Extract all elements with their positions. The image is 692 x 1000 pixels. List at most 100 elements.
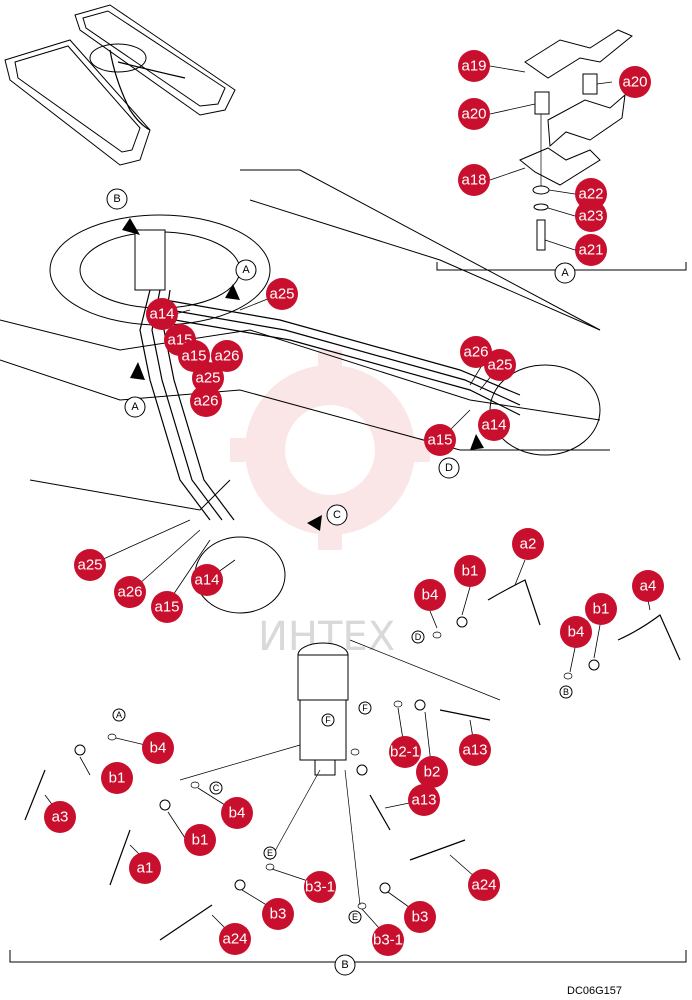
svg-text:a2: a2 xyxy=(520,536,537,553)
ref-A-upper: A xyxy=(235,259,257,281)
ref-B-top: B xyxy=(106,188,128,210)
callout-b4-left: b4 xyxy=(142,732,174,764)
svg-text:b4: b4 xyxy=(229,805,246,822)
callout-b3-1-bottom: b3-1 xyxy=(372,924,404,956)
callout-a2: a2 xyxy=(512,528,544,560)
svg-text:B: B xyxy=(113,193,120,205)
svg-text:b3-1: b3-1 xyxy=(305,879,335,896)
callout-a24-right: a24 xyxy=(468,869,500,901)
callout-a22: a22 xyxy=(575,178,607,210)
callout-a25-right: a25 xyxy=(484,349,516,381)
ref-F-small-1: F xyxy=(358,701,372,715)
svg-text:a15: a15 xyxy=(427,432,452,449)
svg-text:a13: a13 xyxy=(462,742,487,759)
svg-text:a23: a23 xyxy=(578,208,603,225)
svg-text:b4: b4 xyxy=(568,624,585,641)
callout-a13-top: a13 xyxy=(459,734,491,766)
svg-text:a26: a26 xyxy=(463,344,488,361)
detail-A-clamp xyxy=(436,29,687,271)
svg-text:a14: a14 xyxy=(481,417,506,434)
svg-text:E: E xyxy=(267,848,273,858)
svg-text:b1: b1 xyxy=(593,601,610,618)
svg-text:a26: a26 xyxy=(117,584,142,601)
ref-B-small: B xyxy=(559,685,573,699)
svg-text:a13: a13 xyxy=(411,792,436,809)
svg-text:a3: a3 xyxy=(52,809,69,826)
callout-a25-top: a25 xyxy=(266,278,298,310)
callout-a26-right: a26 xyxy=(460,336,492,368)
svg-text:b3-1: b3-1 xyxy=(373,932,403,949)
ref-C-small: C xyxy=(209,781,223,795)
ref-A-small: A xyxy=(112,708,126,722)
callout-a18: a18 xyxy=(458,164,490,196)
svg-text:a15: a15 xyxy=(154,599,179,616)
callout-a3: a3 xyxy=(44,801,76,833)
svg-text:a24: a24 xyxy=(222,931,247,948)
svg-text:A: A xyxy=(116,710,122,720)
callout-a26-bottom: a26 xyxy=(114,576,146,608)
svg-text:C: C xyxy=(333,509,341,521)
svg-text:a25: a25 xyxy=(269,286,294,303)
svg-text:a24: a24 xyxy=(471,877,496,894)
callout-b3-right: b3 xyxy=(404,901,436,933)
callout-a14-right: a14 xyxy=(478,409,510,441)
svg-text:a18: a18 xyxy=(461,172,486,189)
ref-A-lower: A xyxy=(124,396,146,418)
svg-text:A: A xyxy=(242,264,250,276)
svg-text:a20: a20 xyxy=(461,106,486,123)
svg-text:b1: b1 xyxy=(192,832,209,849)
ref-F-small-2: F xyxy=(321,713,335,727)
callout-a14-bottom: a14 xyxy=(191,564,223,596)
callout-a26-left-2: a26 xyxy=(190,385,222,417)
ref-B-bottom: B xyxy=(334,954,356,976)
svg-text:b3: b3 xyxy=(412,909,429,926)
callout-a25-left: a25 xyxy=(192,362,224,394)
callout-b4-right: b4 xyxy=(560,616,592,648)
callout-a25-bottom: a25 xyxy=(74,549,106,581)
svg-text:a15: a15 xyxy=(181,348,206,365)
svg-text:D: D xyxy=(415,632,422,642)
callout-a14-left: a14 xyxy=(146,298,178,330)
svg-text:b2-1: b2-1 xyxy=(390,744,420,761)
svg-text:b4: b4 xyxy=(422,587,439,604)
svg-text:b3: b3 xyxy=(270,906,287,923)
callout-a19: a19 xyxy=(458,50,490,82)
ref-E-small-2: E xyxy=(348,910,362,924)
svg-text:a25: a25 xyxy=(487,357,512,374)
drawing-code: DC06G157 xyxy=(567,985,622,997)
svg-text:a1: a1 xyxy=(137,860,154,877)
swivel-joint-exploded-drawing xyxy=(9,579,687,963)
callout-b3-left: b3 xyxy=(262,898,294,930)
callout-b4-mid: b4 xyxy=(221,797,253,829)
svg-text:a26: a26 xyxy=(193,393,218,410)
callout-a15-bottom: a15 xyxy=(151,591,183,623)
callout-a24-left: a24 xyxy=(219,923,251,955)
svg-text:D: D xyxy=(445,462,453,474)
svg-text:C: C xyxy=(213,783,220,793)
svg-text:b2: b2 xyxy=(424,764,441,781)
svg-text:F: F xyxy=(362,703,368,713)
callout-b4-top: b4 xyxy=(414,579,446,611)
callout-a20-right: a20 xyxy=(619,66,651,98)
ref-D-small: D xyxy=(411,630,425,644)
svg-text:a19: a19 xyxy=(461,58,486,75)
callout-b2: b2 xyxy=(416,756,448,788)
callout-b1-top: b1 xyxy=(454,555,486,587)
svg-text:a25: a25 xyxy=(195,370,220,387)
svg-text:a22: a22 xyxy=(578,186,603,203)
svg-text:a25: a25 xyxy=(77,557,102,574)
ref-E-small-1: E xyxy=(263,846,277,860)
watermark-gear-icon xyxy=(230,350,430,550)
svg-text:A: A xyxy=(131,401,139,413)
callout-b2-1: b2-1 xyxy=(389,736,421,768)
svg-text:b1: b1 xyxy=(462,563,479,580)
track-overview-drawing xyxy=(4,4,236,166)
callout-a21: a21 xyxy=(575,234,607,266)
svg-text:a21: a21 xyxy=(578,242,603,259)
callout-a15-right: a15 xyxy=(424,424,456,456)
svg-text:E: E xyxy=(352,912,358,922)
callout-b1-left: b1 xyxy=(101,762,133,794)
callout-b1-right: b1 xyxy=(585,593,617,625)
ref-D-main: D xyxy=(438,457,460,479)
